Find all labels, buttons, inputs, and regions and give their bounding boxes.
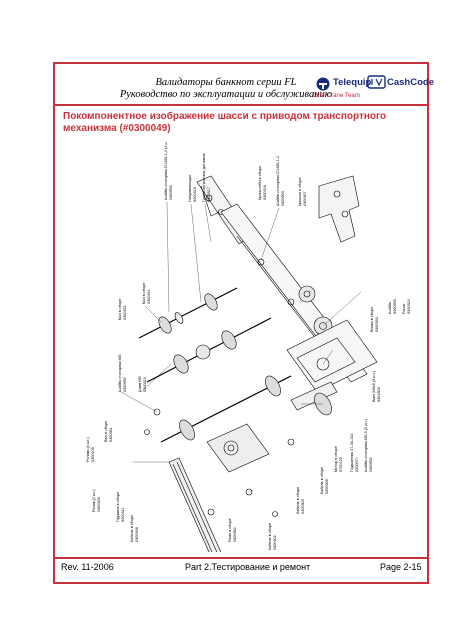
svg-text:Шайба: Шайба [388, 301, 392, 314]
svg-text:Шайба стопорная М3,5 (2 шт.): Шайба стопорная М3,5 (2 шт.) [364, 418, 368, 472]
svg-text:Рама в сборе: Рама в сборе [228, 518, 232, 542]
svg-text:0300952: 0300952 [123, 377, 127, 392]
document-page: Валидаторы банкнот серии FL Руководство … [53, 62, 434, 584]
svg-text:0300341: 0300341 [147, 289, 151, 304]
svg-text:0300323: 0300323 [143, 377, 147, 392]
svg-text:0300109: 0300109 [91, 447, 95, 462]
svg-text:0300303: 0300303 [301, 499, 305, 514]
footer-part: Part 2.Тестирование и ремонт [185, 562, 311, 572]
svg-text:Шайба стопорная D1465-1,2 (4 ш: Шайба стопорная D1465-1,2 (4 шт.) [164, 142, 168, 200]
svg-text:0300348: 0300348 [135, 527, 139, 542]
svg-text:0300317: 0300317 [207, 187, 211, 202]
svg-text:0300077: 0300077 [355, 457, 359, 472]
svg-text:0300952: 0300952 [369, 457, 373, 472]
section-title: Покомпонентное изображение шасси с приво… [63, 111, 387, 134]
svg-text:Вал в сборе: Вал в сборе [118, 299, 122, 320]
svg-text:Кронштейн в сборе: Кронштейн в сборе [258, 166, 262, 200]
svg-text:Шайба стопорная D1465-1,2: Шайба стопорная D1465-1,2 [276, 156, 280, 206]
telequip-logo-text: Telequip [333, 77, 372, 88]
footer-revision: Rev. 11-2006 [61, 562, 114, 572]
header-divider [55, 104, 427, 106]
svg-text:Ролики (4 шт.): Ролики (4 шт.) [86, 437, 90, 462]
svg-text:0300318: 0300318 [263, 185, 267, 200]
svg-text:Шкив М5: Шкив М5 [138, 376, 142, 392]
svg-text:Мотор в сборе: Мотор в сборе [334, 446, 338, 472]
svg-text:Шайба стопорная М3: Шайба стопорная М3 [118, 354, 122, 392]
svg-text:Винт М3х6 (3 шт.): Винт М3х6 (3 шт.) [372, 370, 376, 402]
svg-text:Подшипник 47-30-102: Подшипник 47-30-102 [350, 434, 354, 472]
svg-text:Кабель в сборе: Кабель в сборе [320, 467, 324, 494]
svg-text:0300361: 0300361 [109, 427, 113, 442]
svg-text:0300953: 0300953 [281, 191, 285, 206]
svg-text:0300353: 0300353 [375, 317, 379, 332]
cashcode-logo-text: CashCode [387, 77, 434, 88]
svg-text:Плата оптических датчиков: Плата оптических датчиков [202, 153, 206, 202]
cashcode-logo: CashCode [367, 74, 434, 95]
exploded-chassis-diagram: Шайба стопорная D1465-1,2 (4 шт.) 030095… [86, 142, 411, 552]
svg-text:0300953: 0300953 [169, 185, 173, 200]
svg-text:Направляющая: Направляющая [188, 175, 192, 202]
svg-text:Рычаг: Рычаг [402, 303, 406, 314]
svg-text:0300302: 0300302 [273, 535, 277, 550]
svg-text:0700125: 0700125 [339, 457, 343, 472]
header-title: Валидаторы банкнот серии FL [155, 77, 297, 88]
svg-text:Кабель в сборе: Кабель в сборе [130, 515, 134, 542]
svg-text:0301803: 0301803 [377, 387, 381, 402]
svg-text:0300311: 0300311 [121, 508, 125, 523]
cashcode-icon [367, 75, 386, 89]
svg-text:0300307: 0300307 [303, 191, 307, 206]
svg-text:0300316: 0300316 [193, 187, 197, 202]
telequip-icon [316, 77, 330, 91]
svg-text:Ролик (2 шт.): Ролик (2 шт.) [92, 489, 96, 512]
header-subtitle: Руководство по эксплуатации и обслуживан… [119, 89, 333, 100]
svg-text:Вилка в сборе: Вилка в сборе [370, 307, 374, 332]
svg-text:Кабель в сборе: Кабель в сборе [296, 487, 300, 514]
svg-text:0300326: 0300326 [97, 497, 101, 512]
svg-text:0300324: 0300324 [407, 299, 411, 314]
svg-text:0300955: 0300955 [393, 299, 397, 314]
svg-text:0300305: 0300305 [325, 479, 329, 494]
svg-text:0300331: 0300331 [123, 305, 127, 320]
footer-divider [55, 557, 427, 559]
company-tagline: One Crane Team [313, 92, 361, 99]
svg-text:Вал в сборе: Вал в сборе [104, 421, 108, 442]
svg-text:0300352: 0300352 [233, 527, 237, 542]
svg-text:Кабель в сборе: Кабель в сборе [268, 523, 272, 550]
svg-text:Пружина в сборе: Пружина в сборе [116, 492, 120, 522]
footer-page-number: Page 2-15 [380, 562, 422, 572]
telequip-logo: Telequip [315, 76, 371, 97]
svg-text:Вал в сборе: Вал в сборе [142, 283, 146, 304]
svg-text:Крышка в сборе: Крышка в сборе [298, 178, 302, 207]
